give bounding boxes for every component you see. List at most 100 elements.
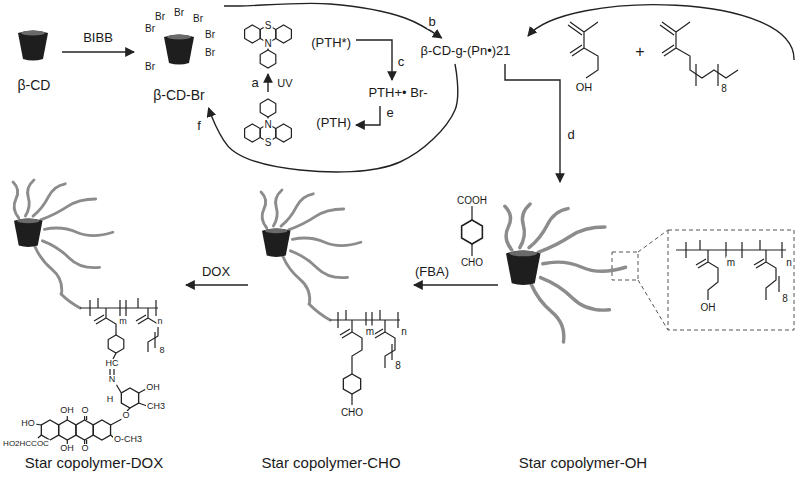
star-copolymer-cho-drawing <box>261 190 400 405</box>
atom-label: O-CH3 <box>113 435 143 445</box>
phenothiazine-structure <box>260 99 276 117</box>
cyclodextrin-icon <box>164 35 194 65</box>
star-copolymer-dox-drawing <box>35 298 158 444</box>
phenothiazine-structure <box>245 124 261 142</box>
reaction-arrow <box>505 64 560 182</box>
repeat-subscript: n <box>156 317 163 327</box>
condition-label: UV <box>276 77 293 89</box>
fba-structure <box>462 206 483 256</box>
phenothiazine-structure <box>245 25 292 142</box>
step-label: f <box>196 119 202 133</box>
phenothiazine-structure <box>276 124 292 142</box>
repeat-subscript: 8 <box>394 360 402 371</box>
node-text: Star copolymer-DOX <box>25 454 163 472</box>
atom-label: O <box>80 444 89 454</box>
star-copolymer-dox-drawing <box>116 384 121 393</box>
atom-label: OH <box>575 81 594 93</box>
reaction-arrow <box>186 284 248 285</box>
reaction-arrow <box>224 3 442 38</box>
atom-label: OH <box>59 444 75 454</box>
node-text: β-CD <box>18 77 51 94</box>
star-copolymer-dox-drawing <box>113 353 116 359</box>
repeat-subscript: m <box>365 326 375 337</box>
catalyst-node: (PTH) <box>236 94 354 152</box>
atom-label: N <box>263 119 272 130</box>
atom-label: CHO <box>340 407 364 418</box>
monomer-structures <box>696 64 718 86</box>
star-copolymer-oh-drawing <box>696 259 708 268</box>
bromine-label: Br <box>192 13 204 24</box>
atom-label: HO2HCCOC <box>2 440 50 449</box>
step-label: DOX <box>201 265 231 279</box>
star-copolymer-cho-drawing <box>330 319 400 320</box>
step-label: e <box>385 106 394 120</box>
star-copolymer-oh-drawing <box>766 250 776 300</box>
phenothiazine-structure <box>260 25 276 43</box>
star-copolymer-cho-drawing <box>385 320 395 368</box>
star-copolymer-cho-drawing <box>373 329 385 338</box>
star-copolymer-dox-drawing <box>108 335 124 353</box>
star-copolymer-dox-drawing <box>110 369 114 375</box>
initiator-node: β-CD-Br <box>136 4 222 106</box>
monomer-structures <box>568 22 598 78</box>
star-copolymer-cho-drawing <box>391 344 392 360</box>
star-copolymer-oh-drawing <box>612 252 638 280</box>
step-label: a <box>250 76 259 90</box>
phenothiazine-structure <box>276 25 292 43</box>
star-copolymer-dox-drawing <box>76 420 93 440</box>
star-copolymer-oh-drawing <box>676 240 786 300</box>
node-text: Star copolymer-CHO <box>261 454 400 472</box>
reactant-node: β-CD <box>8 22 60 96</box>
repeat-subscript: m <box>118 317 128 327</box>
product-node: Star copolymer-CHO <box>250 182 412 474</box>
star-copolymer-oh-drawing <box>505 204 626 342</box>
atom-label: S <box>264 137 273 148</box>
atom-label: O <box>80 406 89 416</box>
reaction-arrow <box>356 106 380 125</box>
star-copolymer-dox-drawing <box>13 180 113 294</box>
star-copolymer-dox-drawing <box>59 420 76 440</box>
fba-structure <box>462 220 483 244</box>
repeat-subscript: 8 <box>781 293 789 304</box>
star-copolymer-dox-drawing <box>93 420 110 440</box>
star-copolymer-oh-drawing <box>676 249 786 250</box>
phenothiazine-structure <box>260 124 276 142</box>
star-copolymer-dox-drawing <box>111 389 147 425</box>
star-copolymer-dox-drawing <box>90 300 156 316</box>
step-label: BIBB <box>82 31 114 45</box>
atom-label: OH <box>59 406 75 416</box>
monomer-loop-arrow <box>528 5 794 60</box>
repeat-subscript: 8 <box>158 346 165 356</box>
star-copolymer-cho-drawing <box>351 394 352 405</box>
node-text: β-CD-Br <box>153 87 205 104</box>
star-copolymer-oh-drawing <box>754 259 766 268</box>
star-copolymer-dox-drawing <box>136 315 148 324</box>
atom-label: OH <box>145 383 161 393</box>
phenothiazine-structure <box>267 43 268 50</box>
star-copolymer-cho-drawing <box>343 374 360 394</box>
star-copolymer-oh-drawing <box>668 230 794 330</box>
node-text: (PTH*) <box>311 35 351 51</box>
star-copolymer-dox-drawing <box>13 180 158 444</box>
step-label: d <box>566 128 575 142</box>
star-copolymer-dox-drawing <box>98 298 138 308</box>
node-text: β-CD-g-(Pn•)21 <box>420 43 510 59</box>
catalyst-node: (PTH*) <box>236 14 354 72</box>
atom-label: H <box>106 395 115 405</box>
bromine-label: Br <box>154 11 166 22</box>
reaction-arrow <box>267 74 268 92</box>
node-text: Star copolymer-OH <box>519 454 647 472</box>
star-copolymer-dox-drawing <box>148 308 158 352</box>
star-copolymer-cho-drawing <box>352 320 362 374</box>
bromine-label: Br <box>144 23 156 34</box>
atom-label: O <box>121 411 130 421</box>
reaction-arrow <box>356 40 392 80</box>
bromine-label: Br <box>173 7 185 18</box>
phenothiazine-structure <box>260 50 276 68</box>
atom-label: N <box>263 38 272 49</box>
reaction-arrow <box>414 284 498 285</box>
star-copolymer-dox-drawing <box>80 307 158 308</box>
atom-label: OH <box>700 302 717 313</box>
star-copolymer-dox-drawing <box>154 332 155 348</box>
atom-label: CH3 <box>146 402 166 412</box>
